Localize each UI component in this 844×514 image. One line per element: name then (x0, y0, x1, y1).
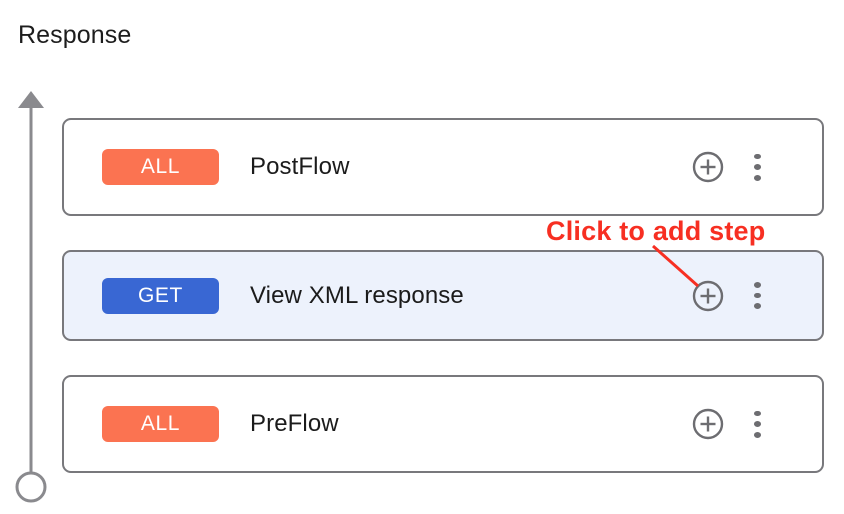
card-actions (692, 151, 770, 183)
kebab-menu-icon[interactable] (744, 280, 770, 312)
add-step-button[interactable] (692, 280, 724, 312)
card-actions (692, 280, 770, 312)
kebab-dot (753, 153, 761, 160)
page-title: Response (18, 21, 132, 49)
method-badge-all: ALL (102, 149, 219, 185)
flow-card-preflow[interactable]: ALL PreFlow (62, 375, 824, 473)
kebab-dot (753, 303, 761, 310)
add-step-button[interactable] (692, 151, 724, 183)
kebab-menu-icon[interactable] (744, 408, 770, 440)
flow-card-list: ALL PostFlow GET View XML response (62, 118, 824, 473)
flow-timeline (15, 91, 47, 503)
flow-name-label: PreFlow (250, 410, 339, 437)
flow-card-postflow[interactable]: ALL PostFlow (62, 118, 824, 216)
flow-card-view-xml-response[interactable]: GET View XML response (62, 250, 824, 341)
kebab-dot (753, 410, 761, 417)
flow-name-label: PostFlow (250, 153, 350, 180)
method-badge-all: ALL (102, 406, 219, 442)
method-badge-get: GET (102, 277, 219, 314)
kebab-menu-icon[interactable] (744, 151, 770, 183)
annotation-callout-text: Click to add step (546, 216, 766, 246)
kebab-dot (753, 292, 761, 299)
kebab-dot (753, 421, 761, 427)
kebab-dot (753, 174, 761, 181)
kebab-dot (753, 282, 761, 288)
flow-name-label: View XML response (250, 281, 464, 309)
card-actions (692, 408, 770, 440)
circle-endpoint-icon (15, 471, 47, 503)
up-arrow-icon (18, 91, 44, 472)
kebab-dot (753, 431, 761, 438)
add-step-button[interactable] (692, 408, 724, 440)
kebab-dot (753, 164, 761, 170)
